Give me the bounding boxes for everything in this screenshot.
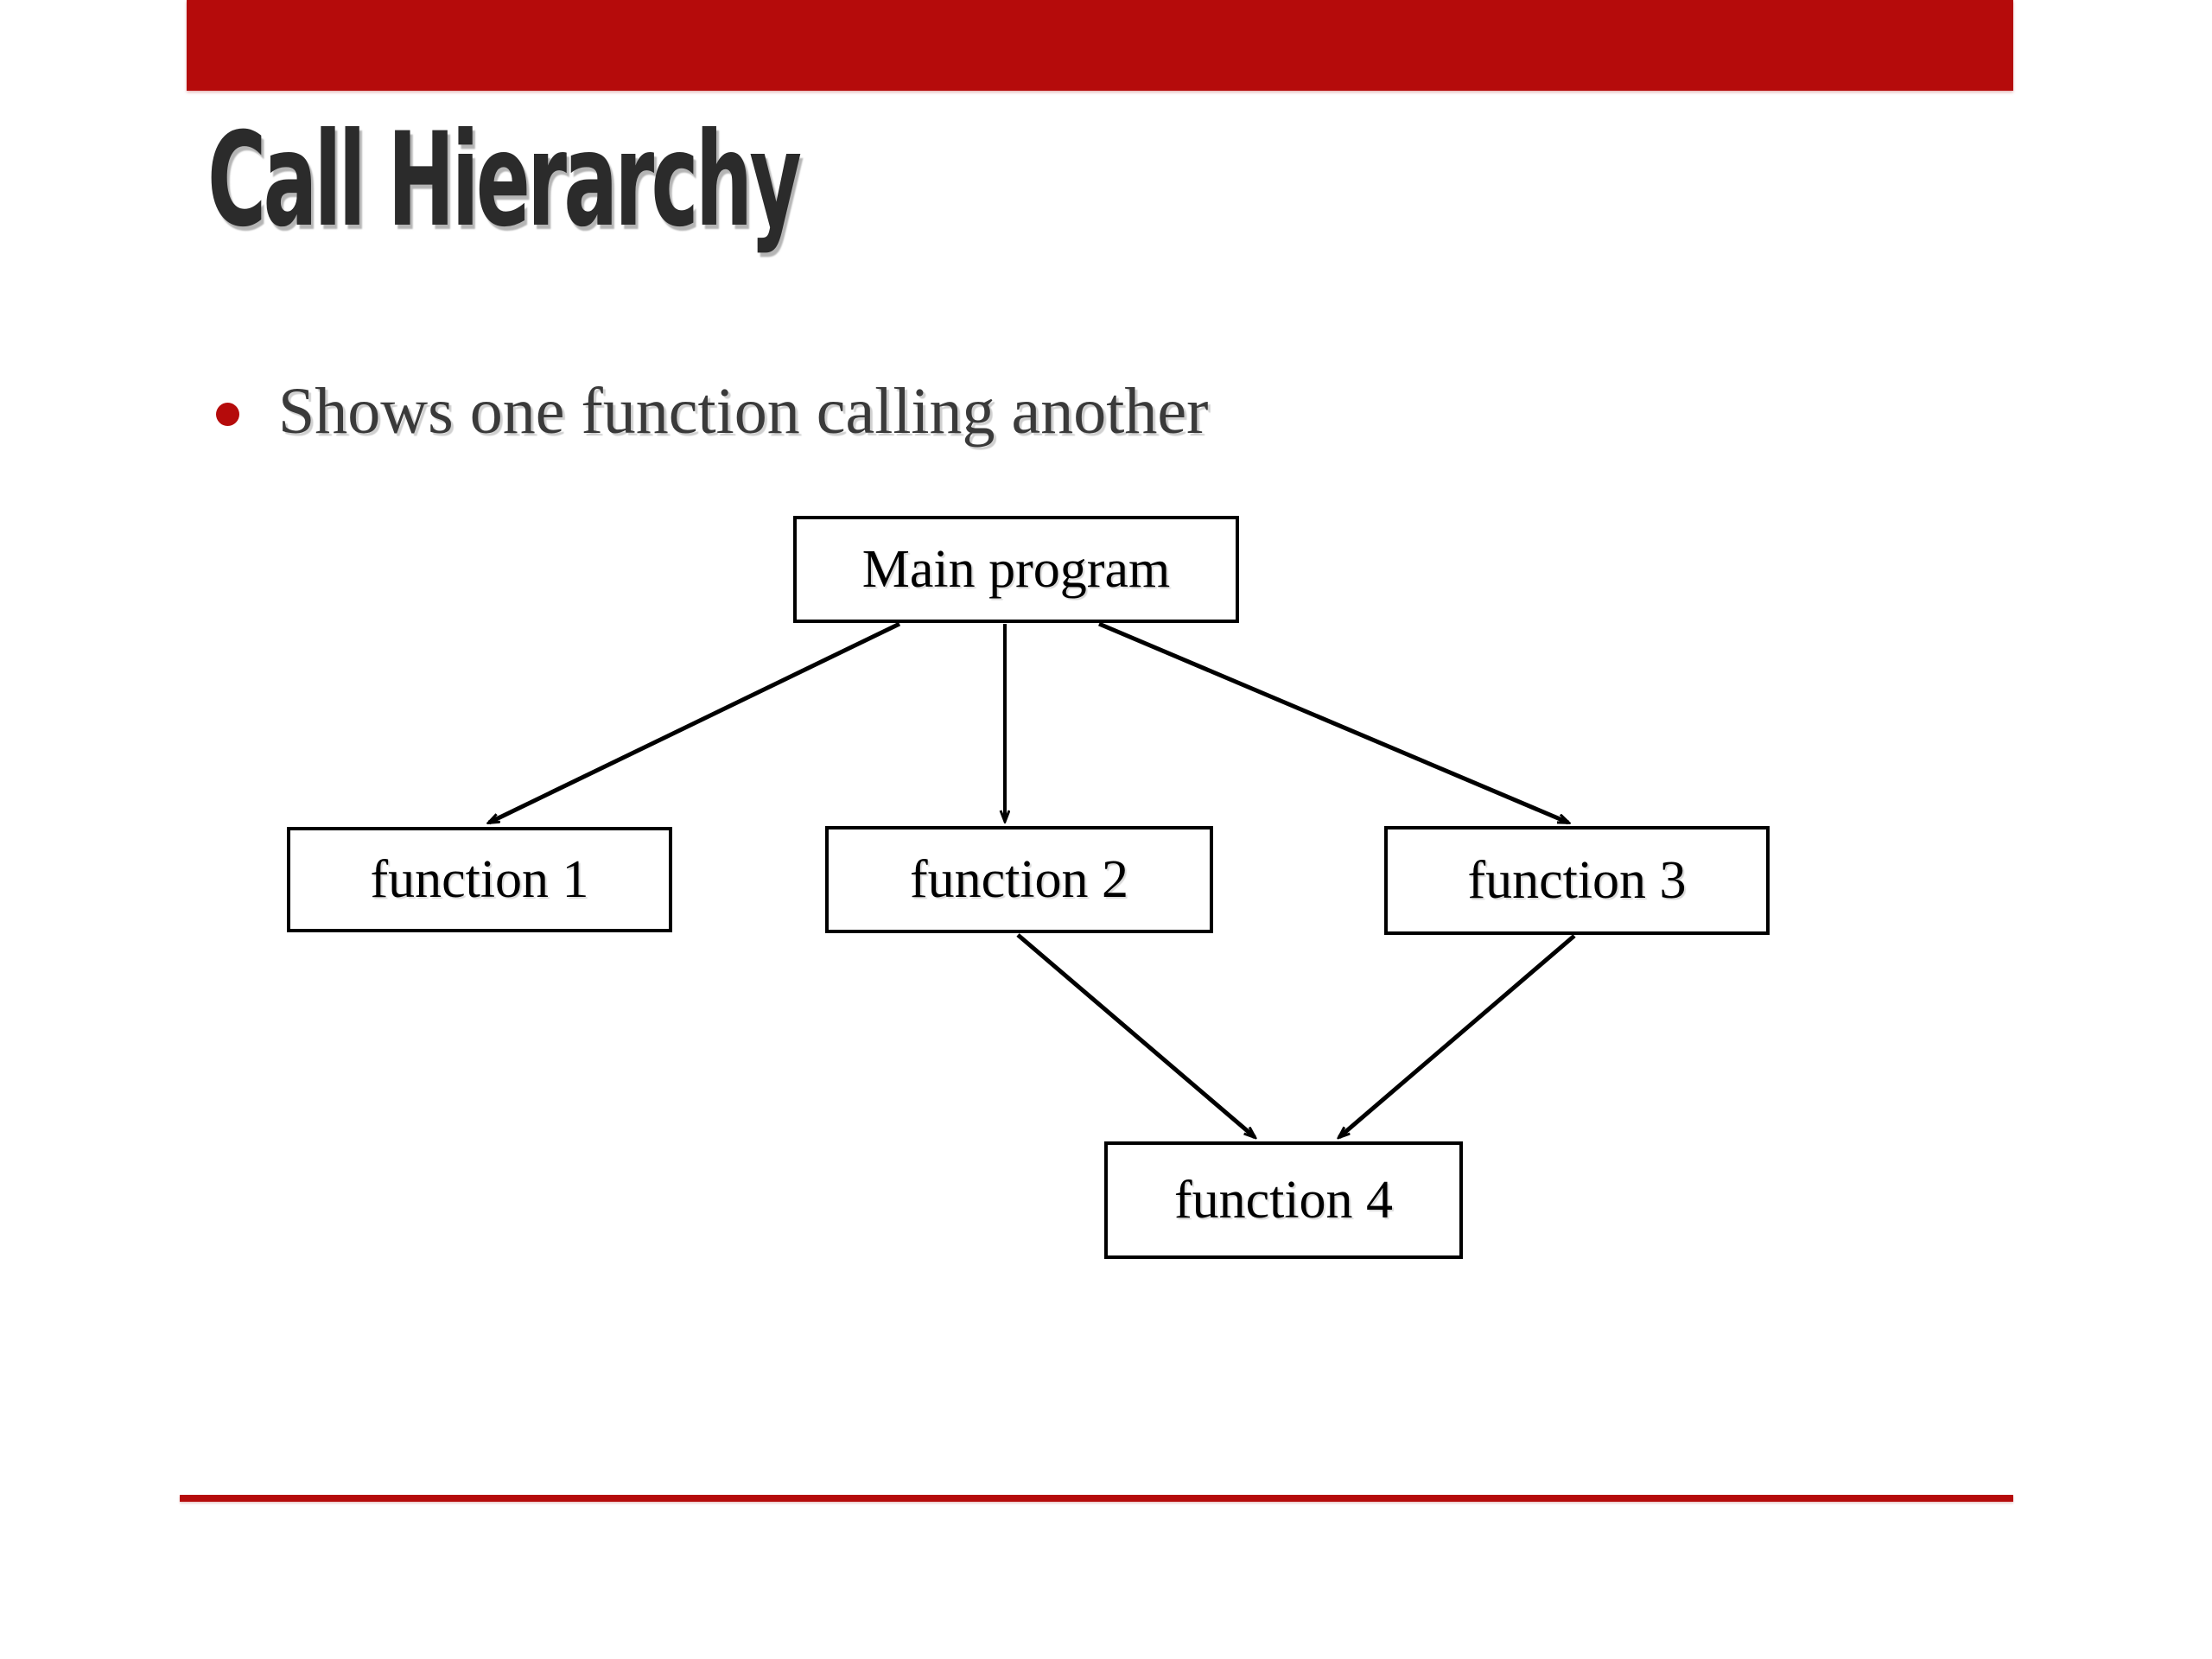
node-label: function 3	[1467, 851, 1687, 910]
edge-func3-to-func4	[1339, 934, 1576, 1137]
diagram-node-function-3[interactable]: function 3	[1384, 826, 1770, 935]
node-label: Main program	[861, 540, 1171, 599]
diagram-node-function-4[interactable]: function 4	[1104, 1141, 1463, 1259]
page-title: Call Hierarchy	[207, 105, 802, 256]
node-label: function 4	[1173, 1171, 1394, 1230]
header-accent-bar	[187, 0, 2013, 91]
diagram-node-function-2[interactable]: function 2	[825, 826, 1213, 933]
node-label: function 2	[909, 850, 1129, 909]
bullet-dot-icon	[216, 403, 239, 426]
node-label: function 1	[370, 850, 589, 909]
diagram-node-main-program[interactable]: Main program	[793, 516, 1239, 623]
edge-main-to-func1	[489, 621, 901, 823]
bullet-item-label: Shows one function calling another	[278, 375, 1209, 448]
footer-accent-rule	[180, 1495, 2013, 1502]
diagram-node-function-1[interactable]: function 1	[287, 827, 672, 932]
bullet-list-item: Shows one function calling another	[207, 366, 1936, 461]
edge-func2-to-func4	[1016, 933, 1255, 1137]
edge-main-to-func3	[1098, 621, 1568, 825]
